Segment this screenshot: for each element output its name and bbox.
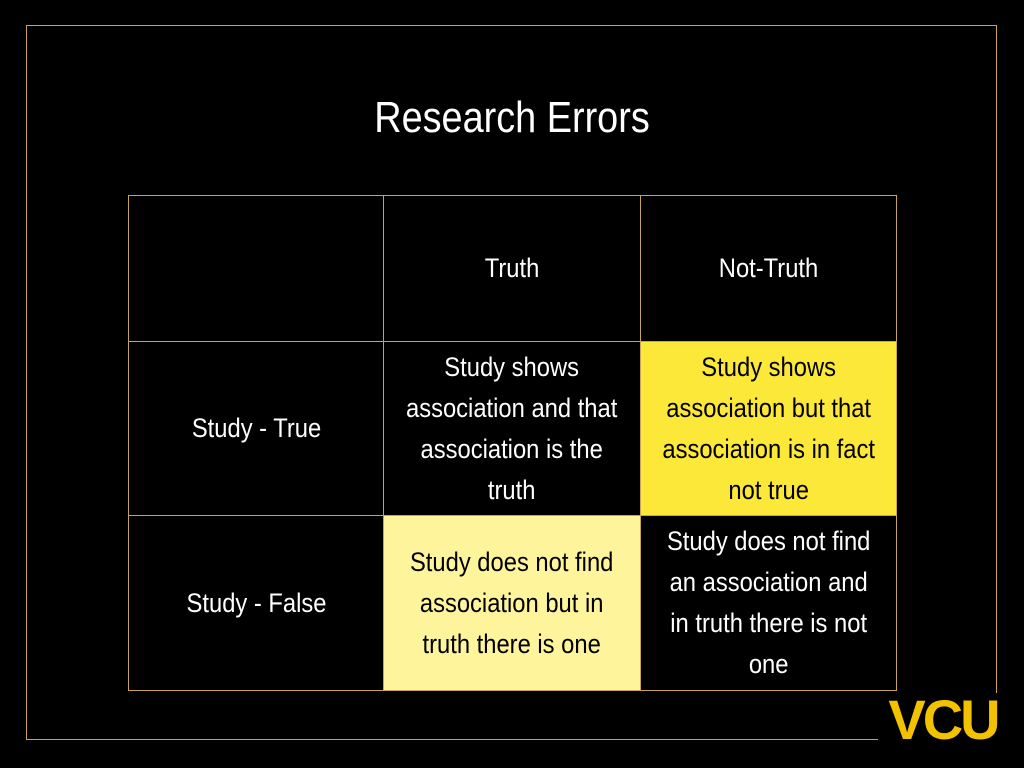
row-label-study-false: Study - False	[127, 515, 385, 691]
table-header-row: Truth Not-Truth	[127, 195, 898, 342]
cell-true-negative: Study does not find an association and i…	[639, 515, 898, 691]
cell-true-positive: Study shows association and that associa…	[383, 341, 641, 516]
table-row: Study - False Study does not find associ…	[127, 515, 898, 691]
cell-false-positive: Study shows association but that associa…	[639, 341, 898, 516]
research-errors-table: Truth Not-Truth Study - True Study shows…	[127, 195, 898, 691]
header-truth: Truth	[383, 195, 641, 342]
cell-false-negative: Study does not find association but in t…	[383, 515, 641, 691]
slide-frame	[26, 25, 997, 740]
vcu-logo: VCU	[878, 692, 1008, 748]
slide-title: Research Errors	[374, 93, 650, 142]
row-label-study-true: Study - True	[127, 341, 385, 516]
table-row: Study - True Study shows association and…	[127, 341, 898, 516]
header-not-truth: Not-Truth	[639, 195, 898, 342]
corner-cell	[127, 195, 385, 342]
